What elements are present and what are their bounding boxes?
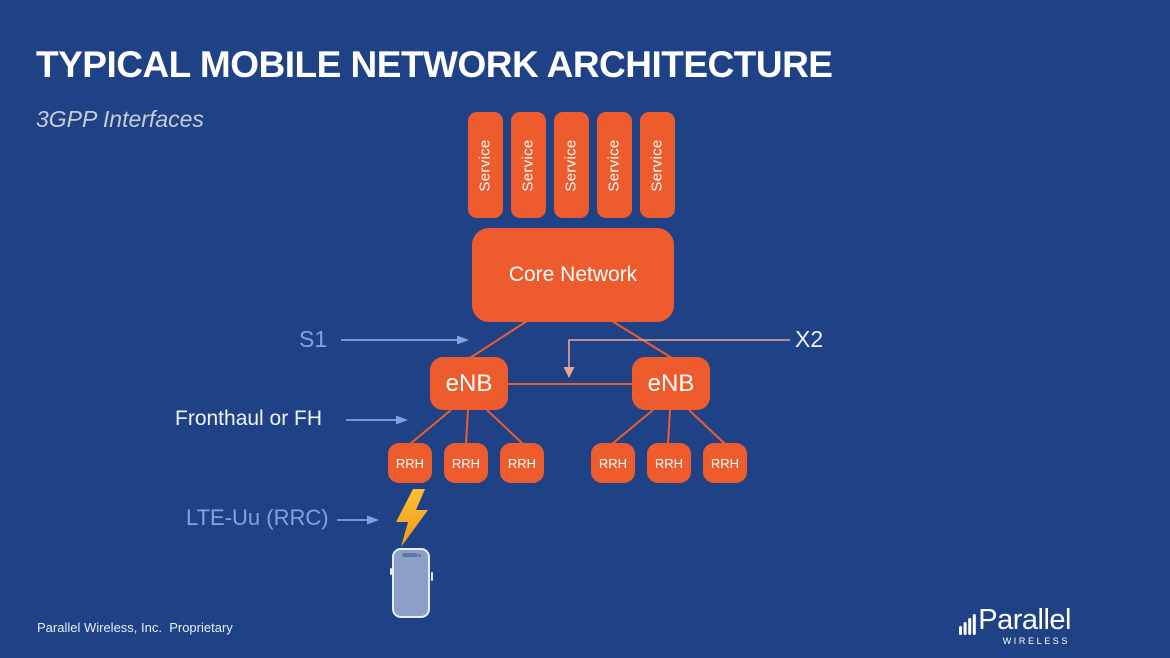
service-box-3: Service <box>554 112 589 218</box>
lte-uu-arrow <box>337 515 379 525</box>
rrh-label: RRH <box>395 455 425 471</box>
phone-camera-dot <box>418 554 421 557</box>
rrh-box-right-3: RRH <box>703 443 747 483</box>
enb-right-rrh3-line <box>688 409 726 445</box>
service-label: Service <box>649 138 666 192</box>
enb-right-rrh2-line <box>667 409 671 445</box>
rrh-label: RRH <box>451 455 481 471</box>
service-label: Service <box>520 138 537 192</box>
logo-sub-text: WIRELESS <box>1002 636 1070 646</box>
rrh-label: RRH <box>598 455 628 471</box>
phone-side-button <box>389 568 392 575</box>
enb-right-box: eNB <box>632 357 710 410</box>
s1-interface-label: S1 <box>299 326 328 352</box>
s1-arrow <box>341 335 469 345</box>
service-box-5: Service <box>640 112 675 218</box>
core-network-box: Core Network <box>472 228 674 322</box>
rrh-label: RRH <box>710 455 740 471</box>
lte-uu-interface-label: LTE-Uu (RRC) <box>186 505 329 530</box>
phone-notch <box>402 553 418 557</box>
page-title: TYPICAL MOBILE NETWORK ARCHITECTURE <box>36 44 833 85</box>
enb-right-rrh1-line <box>611 409 654 445</box>
x2-interface-label: X2 <box>795 326 824 352</box>
rrh-box-left-3: RRH <box>500 443 544 483</box>
enb-left-rrh3-line <box>486 409 524 445</box>
signal-bars-icon <box>959 614 977 635</box>
rrh-label: RRH <box>507 455 537 471</box>
rrh-box-left-1: RRH <box>388 443 432 483</box>
fronthaul-interface-label: Fronthaul or FH <box>175 407 323 430</box>
service-label: Service <box>606 138 623 192</box>
page-subtitle: 3GPP Interfaces <box>36 106 204 132</box>
enb-left-rrh1-line <box>409 409 452 445</box>
rrh-label: RRH <box>654 455 684 471</box>
core-network-label: Core Network <box>508 263 638 286</box>
proprietary-footer: Parallel Wireless, Inc. Proprietary <box>37 620 233 635</box>
service-box-2: Service <box>511 112 546 218</box>
parallel-wireless-logo: Parallel WIRELESS <box>959 606 1071 646</box>
lightning-icon <box>396 489 428 547</box>
service-box-4: Service <box>597 112 632 218</box>
service-label: Service <box>563 138 580 192</box>
smartphone-icon <box>389 548 433 618</box>
fronthaul-arrow <box>346 415 408 425</box>
enb-left-rrh2-line <box>465 409 469 445</box>
rrh-box-right-1: RRH <box>591 443 635 483</box>
rrh-box-right-2: RRH <box>647 443 691 483</box>
service-box-1: Service <box>468 112 503 218</box>
rrh-box-left-2: RRH <box>444 443 488 483</box>
enb-label: eNB <box>445 369 493 397</box>
enb-left-box: eNB <box>430 357 508 410</box>
core-to-enb-left-line <box>469 320 528 359</box>
service-label: Service <box>477 138 494 192</box>
x2-connector <box>563 339 790 378</box>
enb-label: eNB <box>647 369 695 397</box>
logo-brand-text: Parallel <box>978 604 1071 636</box>
phone-side-button <box>430 572 433 581</box>
